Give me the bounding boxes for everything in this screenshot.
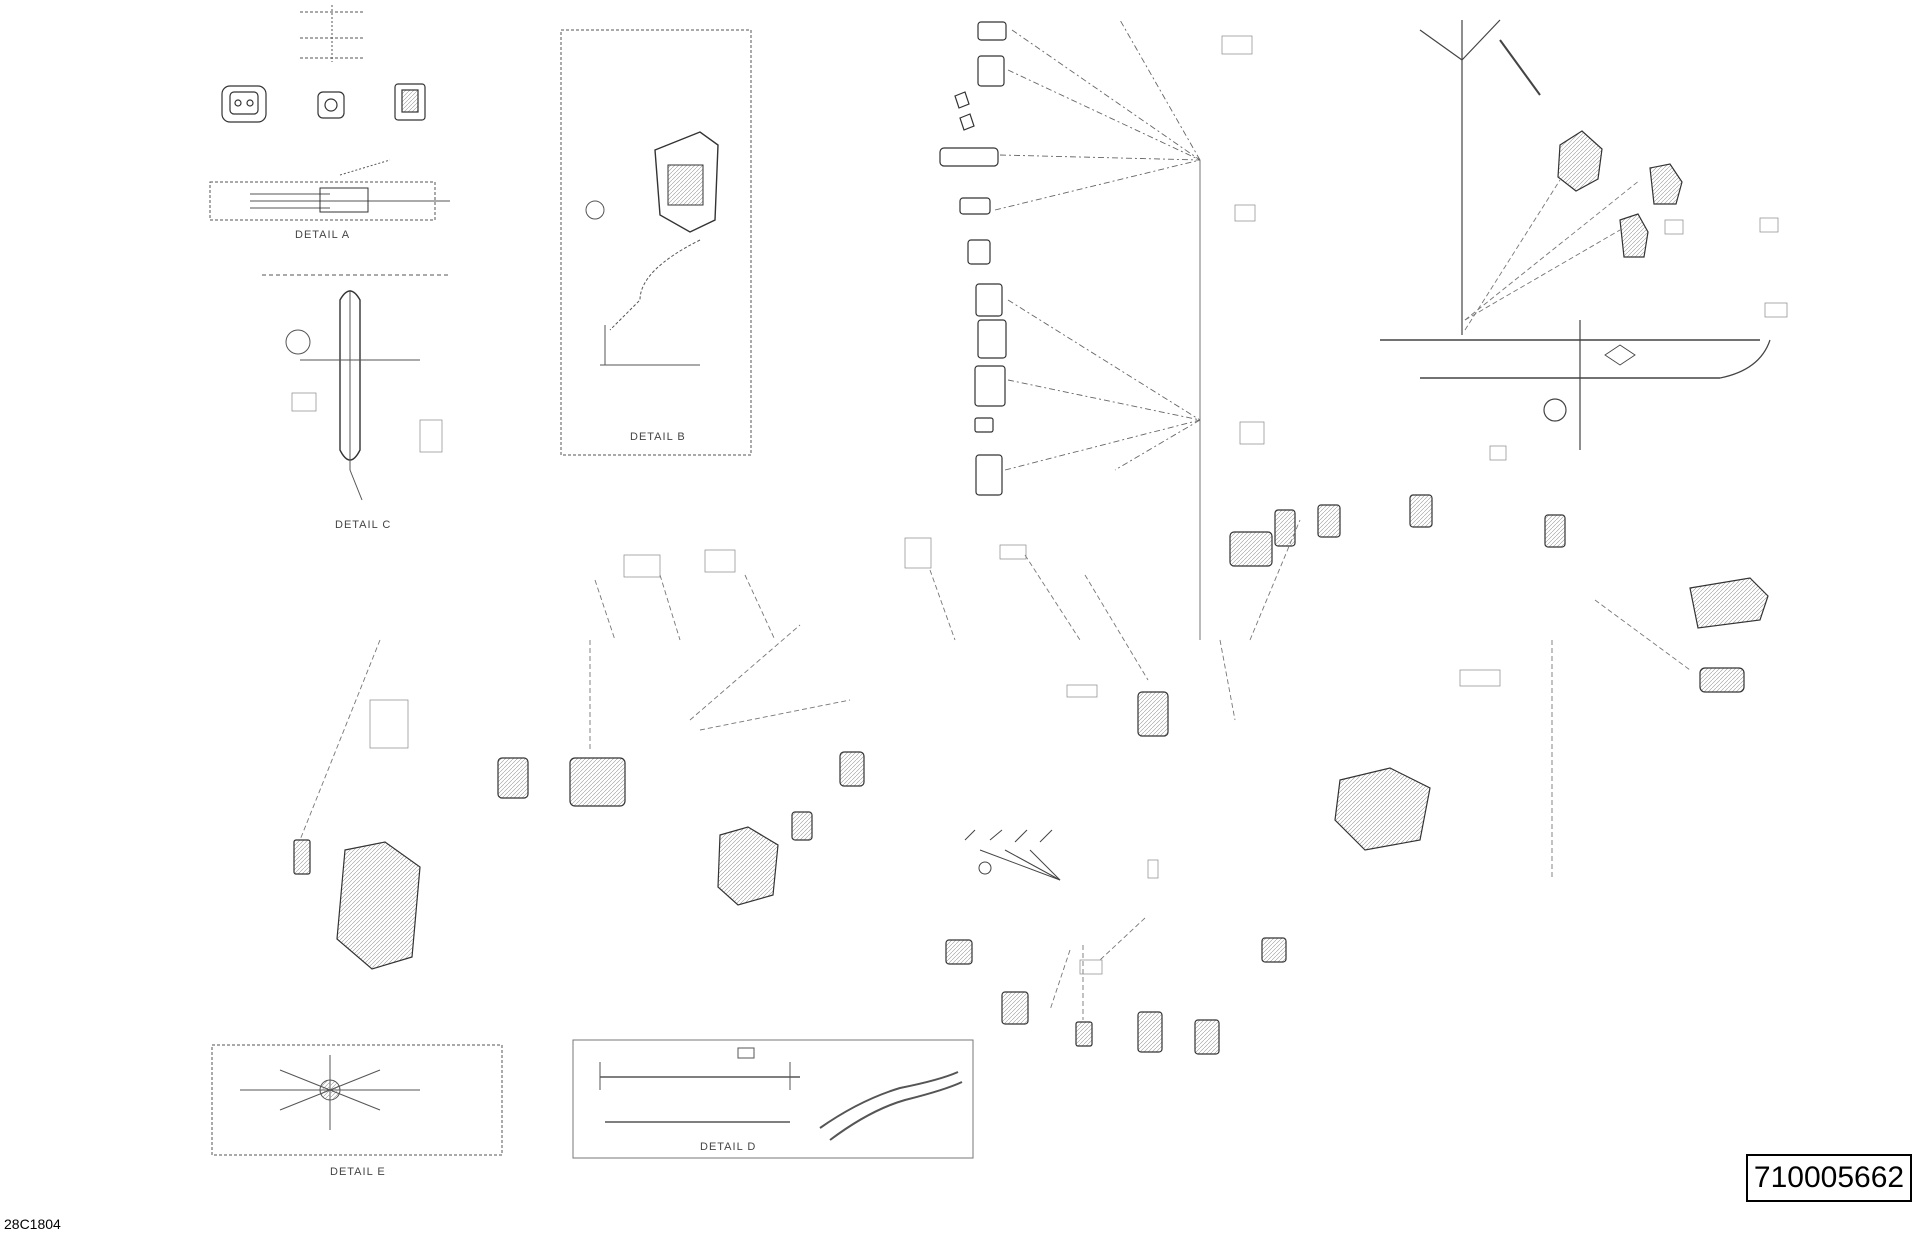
right-dash-lines <box>1249 179 1691 880</box>
drawing-code: 28C1804 <box>4 1216 61 1232</box>
connector-icon <box>221 83 426 123</box>
fuse-harness <box>964 829 1061 881</box>
detail-b-label: DETAIL B <box>630 431 686 443</box>
connector-column <box>939 21 1007 496</box>
part-number-box: 710005662 <box>1746 1154 1912 1202</box>
detail-d-label: DETAIL D <box>700 1141 756 1153</box>
detail-e <box>211 1044 503 1156</box>
detail-c-label: DETAIL C <box>335 519 391 531</box>
center-components <box>293 691 1431 1055</box>
harness-trunk-lines <box>994 19 1201 640</box>
detail-a-label: DETAIL A <box>295 229 350 241</box>
callout-boxes <box>291 35 1788 975</box>
detail-c <box>262 274 450 501</box>
connector-pinout-group <box>300 5 365 62</box>
detail-d <box>572 1039 974 1159</box>
detail-b <box>560 29 752 456</box>
harness-connectors-right <box>1229 130 1769 693</box>
detail-a <box>209 159 450 221</box>
main-harness <box>1380 19 1771 450</box>
center-dash-lines <box>299 554 1236 1020</box>
detail-e-label: DETAIL E <box>330 1166 386 1178</box>
